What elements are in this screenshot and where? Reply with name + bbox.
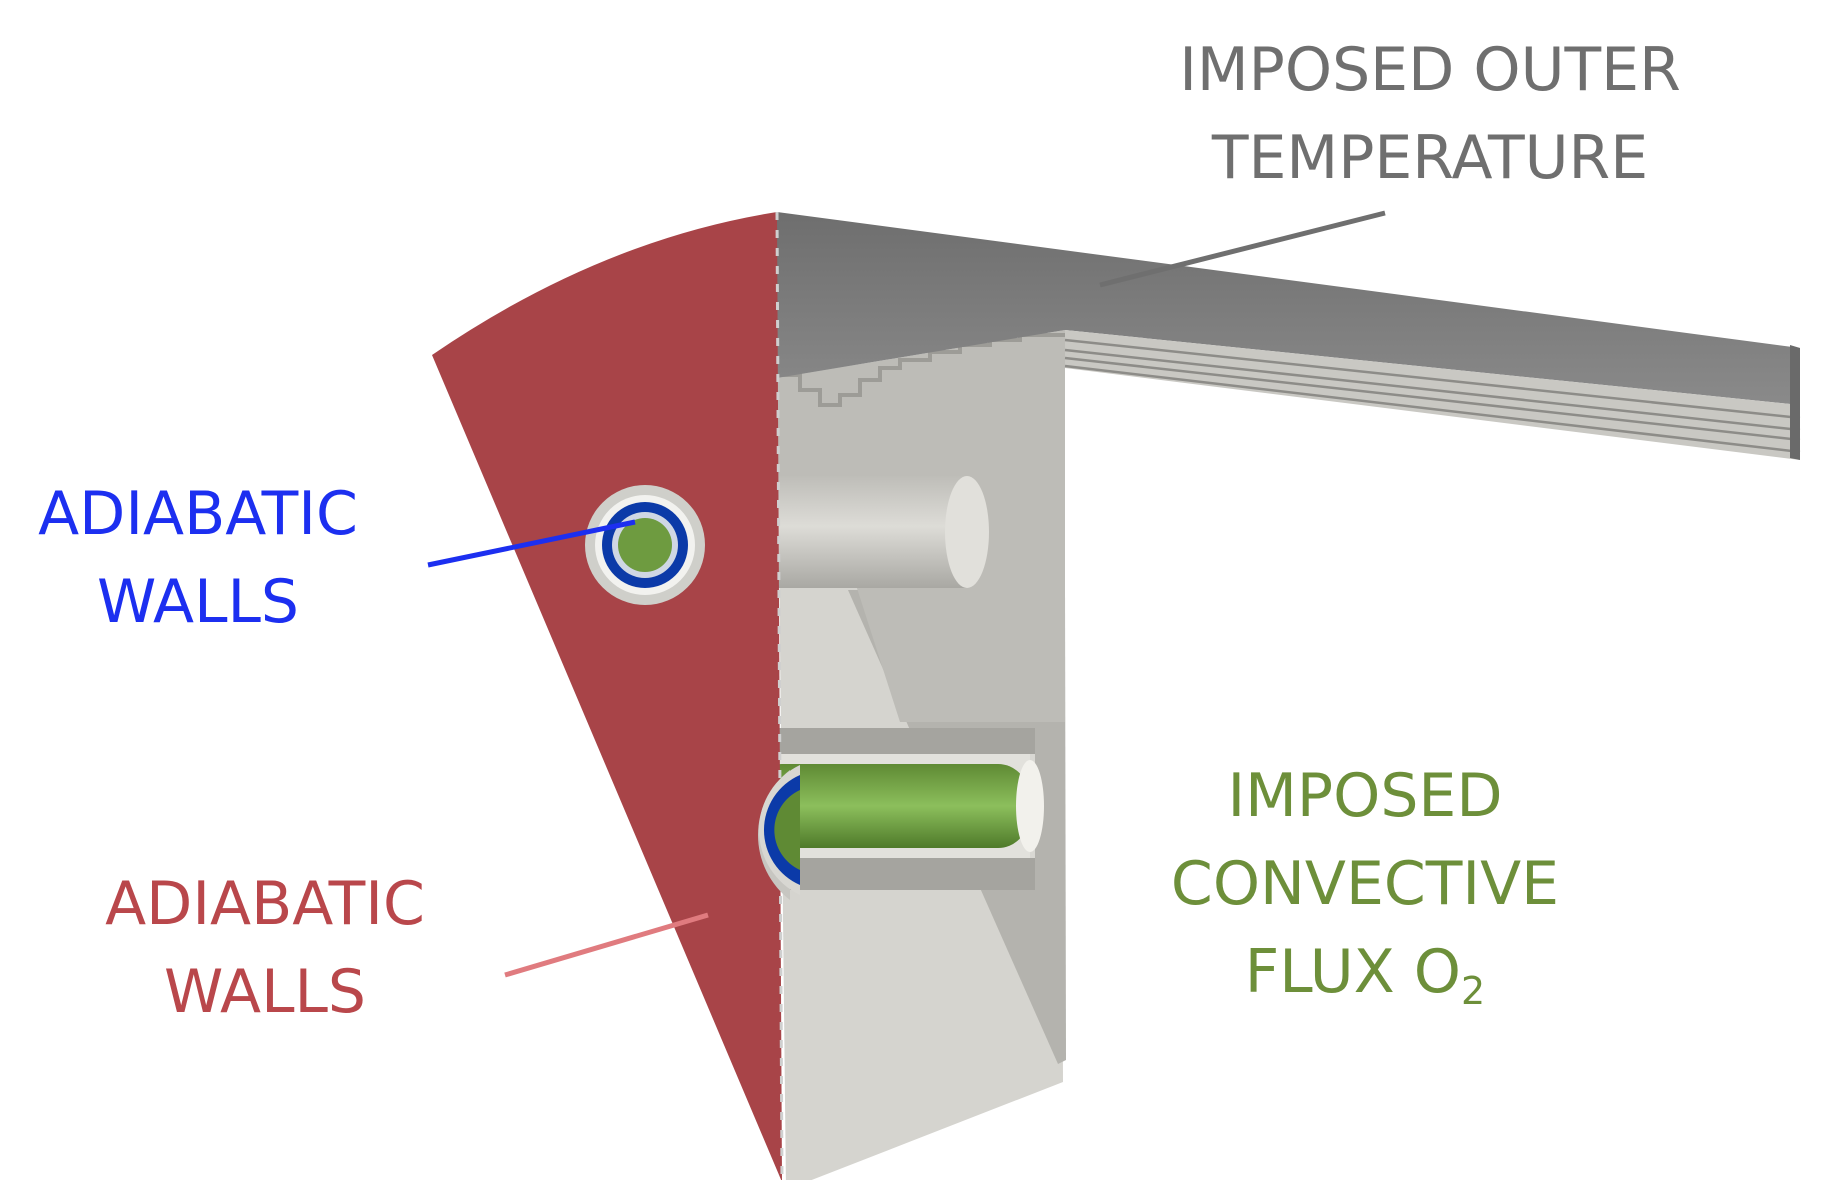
upper-pipe-green: [618, 518, 672, 572]
upper-cylinder: [777, 476, 967, 588]
label-outer-line1: IMPOSED OUTER: [1179, 35, 1681, 105]
label-adiabatic-walls-red: ADIABATIC WALLS: [95, 860, 435, 1036]
laminate-end: [1790, 345, 1800, 460]
label-green-line1: IMPOSED: [1227, 761, 1503, 831]
label-green-flux-text: FLUX O: [1244, 937, 1462, 1007]
outer-shell-top: [777, 212, 1800, 405]
label-red-line1: ADIABATIC: [105, 869, 425, 939]
leader-outer-temperature: [1099, 210, 1386, 288]
label-imposed-outer-temperature: IMPOSED OUTER TEMPERATURE: [1130, 26, 1730, 202]
label-blue-line1: ADIABATIC: [38, 479, 358, 549]
lower-tube-end-cap: [1016, 760, 1044, 852]
label-green-line2: CONVECTIVE: [1170, 849, 1560, 919]
label-green-line3: FLUX O2: [1150, 928, 1580, 1016]
laminate-lines: [1064, 338, 1801, 454]
label-outer-line2: TEMPERATURE: [1211, 123, 1649, 193]
leader-adiabatic-red: [504, 912, 709, 978]
lower-pipe-section-inner: [774, 790, 800, 870]
lower-tube-shell-bottom: [770, 858, 1035, 890]
laminate-plates: [1065, 330, 1800, 460]
label-red-line2: WALLS: [163, 957, 367, 1027]
label-imposed-convective-flux: IMPOSED CONVECTIVE FLUX O2: [1150, 752, 1580, 1016]
label-adiabatic-walls-blue: ADIABATIC WALLS: [28, 470, 368, 646]
upper-cylinder-cap: [945, 476, 989, 588]
lower-tube-shell-top: [770, 728, 1035, 754]
label-green-subscript: 2: [1461, 969, 1486, 1013]
label-blue-line2: WALLS: [96, 567, 300, 637]
red-adiabatic-face: [432, 212, 782, 1180]
leader-adiabatic-blue: [427, 519, 636, 568]
lower-tube-green-core: [752, 764, 1028, 848]
